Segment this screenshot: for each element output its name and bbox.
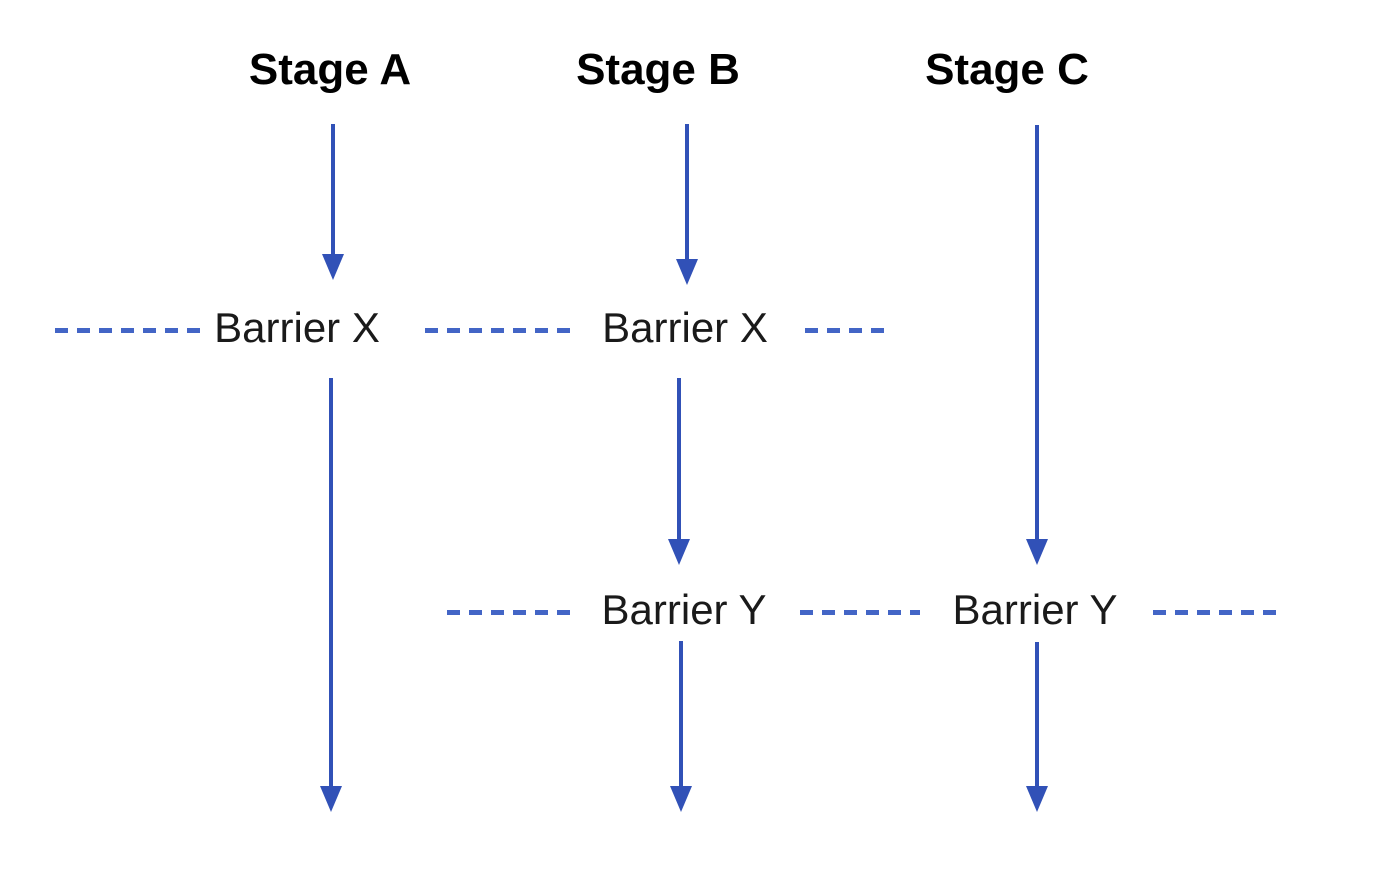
stage-c-arrow-bottom — [1026, 642, 1048, 812]
barrier-x-dash-right — [805, 328, 891, 333]
arrow-line — [331, 124, 335, 264]
barrier-y-label-stage-b: Barrier Y — [601, 586, 767, 633]
arrow-line — [685, 124, 689, 269]
stage-b-arrow-bottom — [670, 641, 692, 812]
stage-c-title: Stage C — [925, 45, 1089, 94]
stage-a-arrow-bottom — [320, 378, 342, 812]
barrier-x-label-stage-a: Barrier X — [214, 304, 380, 351]
arrow-head-icon — [320, 786, 342, 812]
barrier-x-dash-left — [55, 328, 200, 333]
barrier-y-label-stage-c: Barrier Y — [952, 586, 1118, 633]
arrow-line — [1035, 642, 1039, 796]
arrow-head-icon — [670, 786, 692, 812]
stage-c-arrow-top — [1026, 125, 1048, 565]
stage-b-arrow-top — [676, 124, 698, 285]
arrow-head-icon — [322, 254, 344, 280]
arrow-head-icon — [1026, 786, 1048, 812]
arrow-head-icon — [668, 539, 690, 565]
arrow-line — [329, 378, 333, 796]
barrier-y-dash-left — [447, 610, 572, 615]
arrow-line — [677, 378, 681, 549]
barrier-x-label-stage-b: Barrier X — [602, 304, 768, 351]
barrier-x-dash-middle — [425, 328, 570, 333]
stage-a-arrow-top — [322, 124, 344, 280]
stage-b-title: Stage B — [576, 45, 740, 94]
barrier-y-dash-right — [1153, 610, 1281, 615]
stage-b-arrow-middle — [668, 378, 690, 565]
barrier-y-dash-middle — [800, 610, 920, 615]
arrow-head-icon — [676, 259, 698, 285]
stage-a-title: Stage A — [248, 45, 412, 94]
arrow-head-icon — [1026, 539, 1048, 565]
arrow-line — [1035, 125, 1039, 549]
arrow-line — [679, 641, 683, 796]
